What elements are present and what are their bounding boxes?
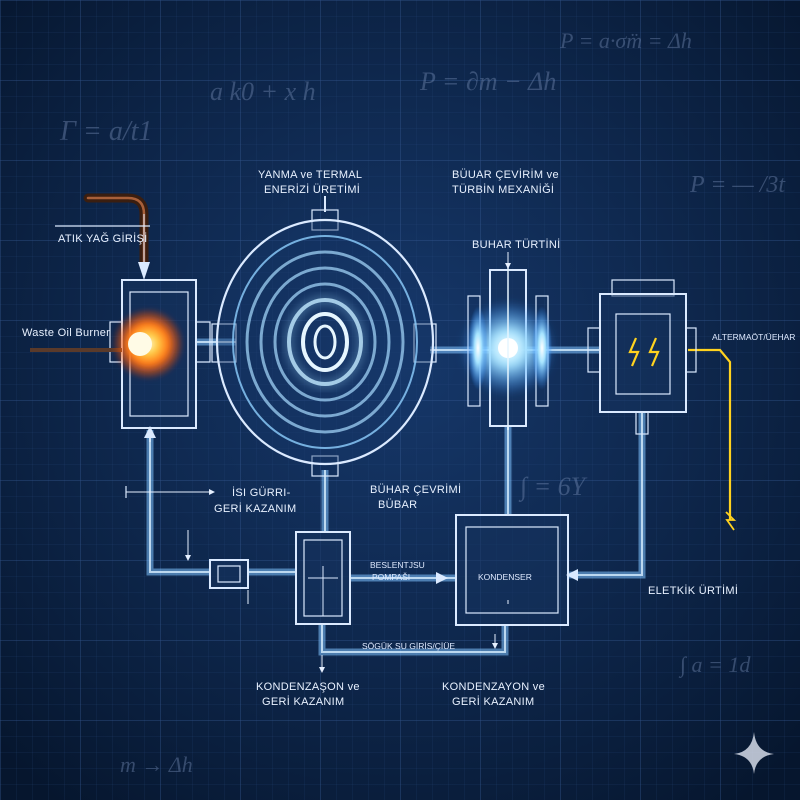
- label-steam-cycle-line1: BÜUAR ÇEVİRİM ve: [452, 168, 559, 181]
- label-alternator: ALTERMAÖT/ÜEHAR: [712, 332, 795, 342]
- label-burner: Waste Oil Burner: [22, 327, 110, 339]
- label-condenser: KONDENSER: [478, 572, 532, 582]
- label-electric: ELETKİK ÜRTİMİ: [648, 584, 738, 597]
- steam-turbine: [460, 266, 556, 430]
- oil-inlet-pipe: [83, 193, 150, 280]
- label-heat-recovery-line1: İSI GÜRRI-: [232, 486, 291, 499]
- label-cooling-water: SÖGÜK SU GİRİS/ÇİÜE: [362, 641, 455, 651]
- equation-7: ∫ a = 1d: [678, 652, 751, 678]
- label-combustion-line1: YANMA ve TERMAL: [258, 169, 362, 181]
- label-steam-cycle2-line2: BÜBAR: [378, 499, 417, 511]
- burner-return-arrowhead-icon: [144, 426, 156, 438]
- electric-output-line: [688, 348, 732, 520]
- equation-4: Γ = a/t1: [59, 116, 152, 147]
- lightning-icon-2: [648, 337, 660, 367]
- equation-3: a k0 + x h: [210, 77, 316, 106]
- alternator: [587, 279, 697, 435]
- return-pipe-left: [146, 430, 210, 576]
- equation-6: ∫ = 6Y: [518, 472, 588, 502]
- label-heat-recovery-line2: GERİ KAZANIM: [214, 502, 296, 515]
- equation-8: m → Δh: [120, 752, 193, 777]
- steam-drum: [295, 531, 351, 625]
- label-steam-cycle-line2: TÜRBİN MEXANİĞİ: [452, 183, 554, 196]
- label-steam-cycle2-line1: BÜHAR ÇEVRİMİ: [370, 483, 461, 496]
- sparkle-icon: [734, 732, 774, 774]
- label-condensation-right-line1: KONDENZAYON ve: [442, 681, 545, 693]
- feed-pump: [209, 559, 249, 589]
- label-feed-pump-line1: BESLENTJSU: [370, 560, 425, 570]
- equation-2: P = ∂m − Δh: [419, 67, 556, 96]
- alternator-return-pipe: [568, 412, 646, 579]
- equation-5: P = — /3t: [689, 172, 786, 198]
- condenser: [436, 514, 578, 626]
- label-feed-pump-line2: POMPAŠI: [372, 572, 410, 582]
- equation-1: P = a·σm̈ = Δh: [559, 28, 692, 53]
- lightning-icon: [628, 337, 640, 367]
- label-condensation-left-line1: KONDENZAŞON ve: [256, 681, 360, 693]
- waste-oil-burner: [30, 279, 211, 429]
- label-condensation-right-line2: GERİ KAZANIM: [452, 695, 534, 708]
- label-oil-inlet: ATIK YAĞ GİRİŞİ: [58, 232, 147, 245]
- cooling-water-pipe: [318, 625, 509, 656]
- label-combustion-line2: ENERİZİ ÜRETİMİ: [264, 183, 360, 196]
- label-condensation-left-line2: GERİ KAZANIM: [262, 695, 344, 708]
- boiler-heat-exchanger: [211, 196, 437, 477]
- electric-output-arrow-icon: [725, 511, 737, 531]
- label-steam-turbine: BUHAR TÜRTİNİ: [472, 238, 560, 251]
